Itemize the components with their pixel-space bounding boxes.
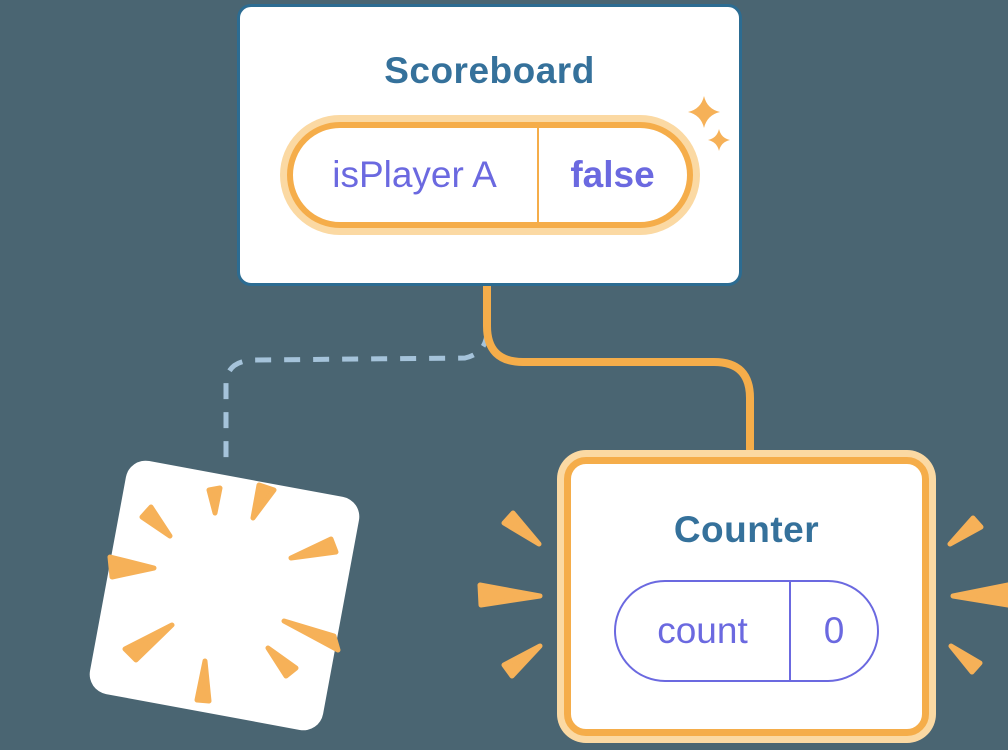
dashed-link-line <box>223 330 490 460</box>
state-value: 0 <box>823 610 845 651</box>
state-label: count <box>657 610 748 651</box>
state-label: isPlayer A <box>332 154 497 195</box>
destroyed-component-card <box>86 457 363 734</box>
scoreboard-state-pill: isPlayer A false <box>286 122 693 228</box>
scoreboard-component-card: Scoreboard isPlayer A false <box>237 4 742 286</box>
counter-state-pill: count 0 <box>614 580 879 682</box>
state-value: false <box>570 154 655 195</box>
pill-divider <box>536 128 539 222</box>
counter-title: Counter <box>673 509 820 550</box>
scoreboard-title: Scoreboard <box>384 50 595 91</box>
solid-link-line <box>483 285 754 462</box>
pill-divider <box>789 582 791 680</box>
counter-component-card: Counter count 0 <box>564 457 929 736</box>
